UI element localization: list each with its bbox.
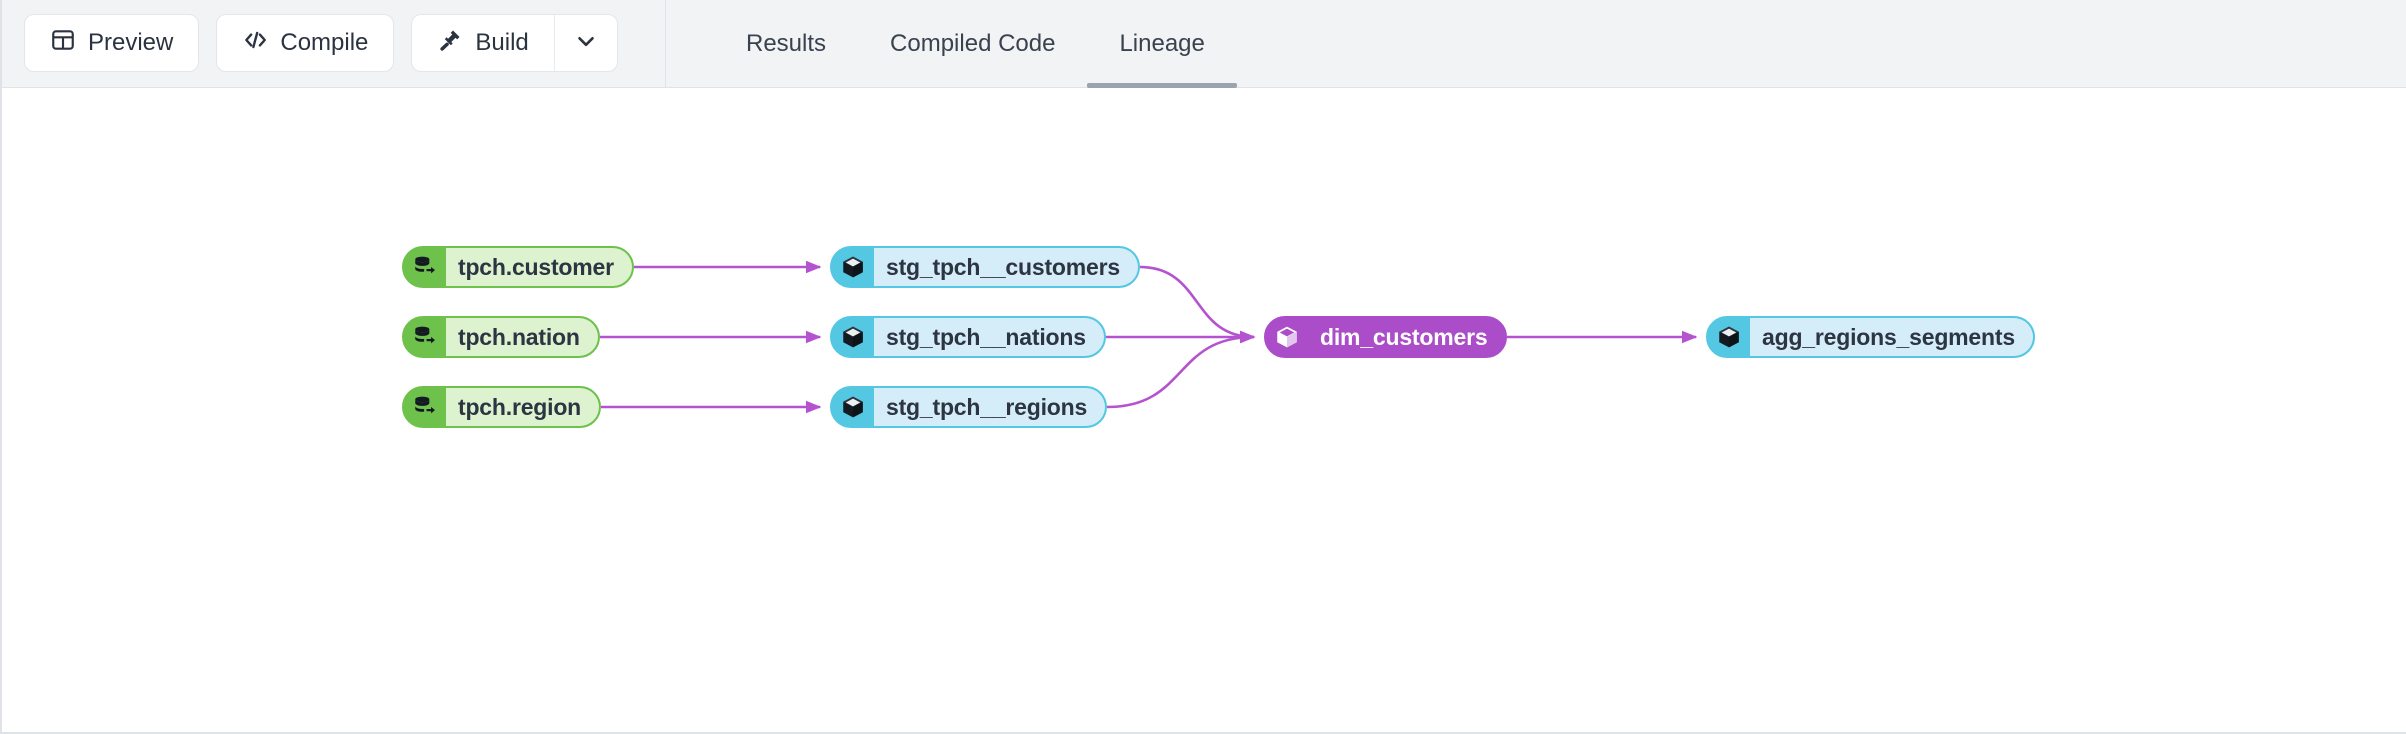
graph-node-label: tpch.nation	[446, 318, 598, 356]
graph-node-label: stg_tpch__nations	[874, 318, 1104, 356]
cube-icon	[832, 388, 874, 426]
toolbar-divider	[665, 0, 666, 88]
tab-bar: Results Compiled Code Lineage	[714, 0, 1238, 88]
lineage-graph-canvas[interactable]: tpch.customer tpch.nation tpch.region st…	[2, 89, 2406, 729]
graph-node-stg_tpch_regions[interactable]: stg_tpch__regions	[830, 386, 1108, 428]
action-toolbar: Preview Compile	[24, 14, 618, 72]
tab-compiled-code[interactable]: Compiled Code	[858, 0, 1087, 88]
tab-results-label: Results	[746, 30, 827, 57]
graph-edge	[1106, 330, 1256, 409]
build-dropdown-button[interactable]	[553, 14, 618, 72]
graph-node-label: stg_tpch__customers	[874, 248, 1138, 286]
database-icon	[404, 248, 446, 286]
chevron-down-icon	[573, 28, 599, 59]
database-icon	[404, 318, 446, 356]
preview-label: Preview	[88, 29, 174, 56]
header-bar: Preview Compile	[2, 0, 2406, 88]
graph-node-label: tpch.region	[446, 388, 600, 426]
graph-edge	[1139, 265, 1256, 344]
compile-label: Compile	[280, 29, 369, 56]
table-icon	[50, 27, 76, 60]
graph-node-agg_regions_segments[interactable]: agg_regions_segments	[1706, 316, 2035, 358]
tab-lineage[interactable]: Lineage	[1087, 0, 1238, 88]
tab-lineage-label: Lineage	[1119, 30, 1205, 57]
cube-icon	[832, 248, 874, 286]
build-button[interactable]: Build	[411, 14, 554, 72]
graph-node-label: agg_regions_segments	[1750, 318, 2033, 356]
tab-compiled-code-label: Compiled Code	[890, 30, 1056, 57]
build-split-button: Build	[411, 14, 618, 72]
graph-node-label: tpch.customer	[446, 248, 632, 286]
graph-node-label: stg_tpch__regions	[874, 388, 1106, 426]
lineage-edges	[600, 260, 1698, 414]
graph-node-tpch_nation[interactable]: tpch.nation	[402, 316, 600, 358]
graph-node-dim_customers[interactable]: dim_customers	[1264, 316, 1508, 358]
cube-icon	[1266, 318, 1308, 356]
graph-node-tpch_region[interactable]: tpch.region	[402, 386, 602, 428]
hammer-icon	[437, 27, 463, 60]
cube-icon	[1708, 318, 1750, 356]
cube-icon	[832, 318, 874, 356]
build-label: Build	[475, 29, 529, 56]
preview-button[interactable]: Preview	[24, 14, 200, 72]
tab-results[interactable]: Results	[714, 0, 858, 88]
graph-node-stg_tpch_nations[interactable]: stg_tpch__nations	[830, 316, 1106, 358]
graph-node-stg_tpch_customers[interactable]: stg_tpch__customers	[830, 246, 1140, 288]
database-icon	[404, 388, 446, 426]
code-icon	[242, 27, 268, 60]
graph-node-label: dim_customers	[1308, 318, 1506, 356]
compile-button[interactable]: Compile	[216, 14, 395, 72]
graph-node-tpch_customer[interactable]: tpch.customer	[402, 246, 634, 288]
